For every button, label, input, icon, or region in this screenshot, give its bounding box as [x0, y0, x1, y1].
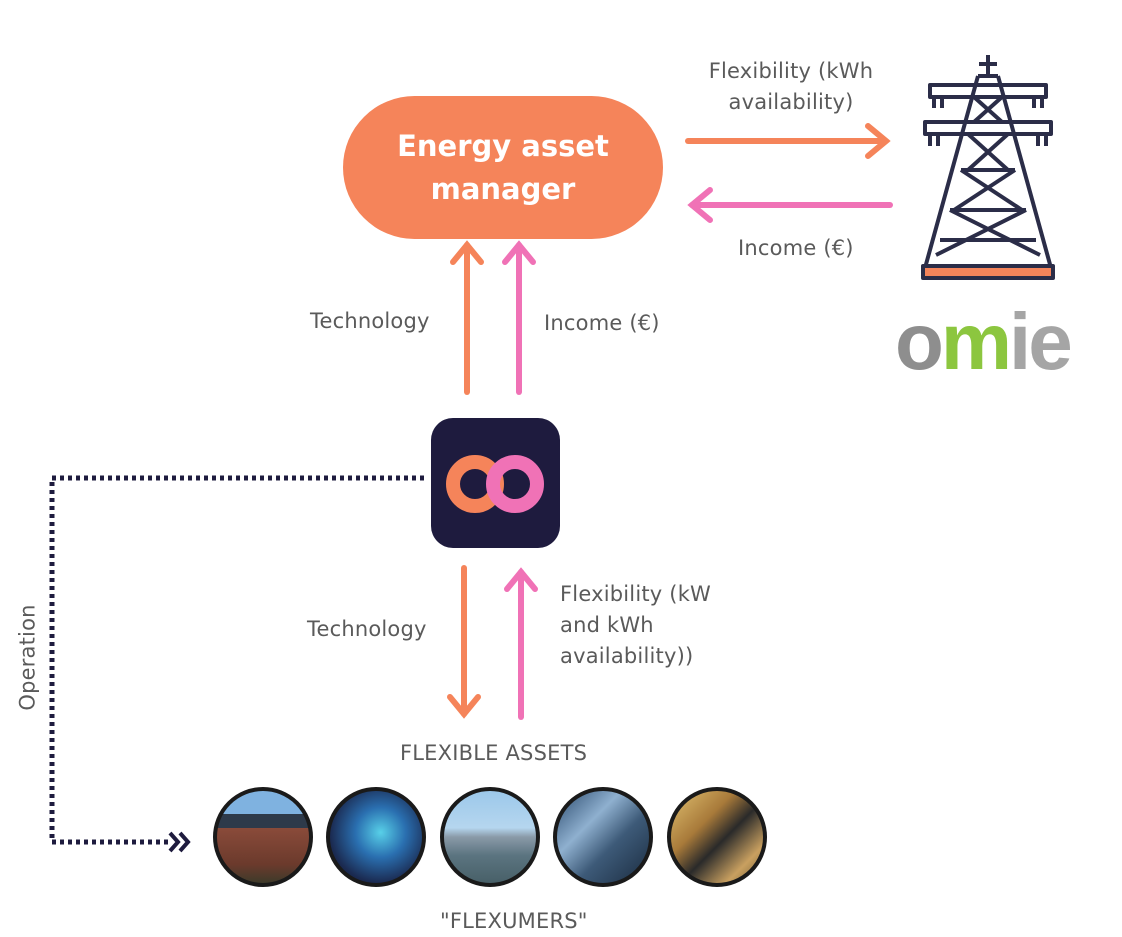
asset-water-treatment — [440, 787, 540, 887]
technology-up-label: Technology — [310, 309, 430, 333]
transmission-tower-icon — [921, 55, 1055, 280]
operation-connector — [49, 475, 424, 845]
income-up-arrow — [502, 240, 536, 395]
infinity-logo-icon — [446, 455, 544, 513]
flexibility-to-market-label: Flexibility (kWh availability) — [708, 59, 874, 114]
flexibility-to-market-arrow — [685, 123, 891, 159]
flexumers-caption: "FLEXUMERS" — [440, 909, 588, 933]
technology-down-label: Technology — [307, 617, 427, 641]
income-from-market-label: Income (€) — [738, 236, 854, 260]
asset-house-solar — [213, 787, 313, 887]
technology-up-arrow — [450, 240, 484, 395]
income-from-market-arrow — [687, 187, 893, 223]
manager-label: Energy asset manager — [397, 128, 609, 206]
energy-asset-manager-node: Energy asset manager — [343, 96, 663, 239]
asset-industrial-plant — [553, 787, 653, 887]
double-chevron-icon — [168, 831, 191, 853]
asset-ev-charging — [667, 787, 767, 887]
income-up-label: Income (€) — [544, 311, 660, 335]
flexibility-up-arrow — [504, 567, 538, 720]
asset-smart-thermostat — [326, 787, 426, 887]
flexibility-up-label: Flexibility (kW and kWh availability)) — [560, 582, 712, 668]
flexible-assets-heading: FLEXIBLE ASSETS — [400, 741, 588, 765]
technology-down-arrow — [447, 565, 481, 719]
omie-logo: omie — [895, 297, 1073, 386]
